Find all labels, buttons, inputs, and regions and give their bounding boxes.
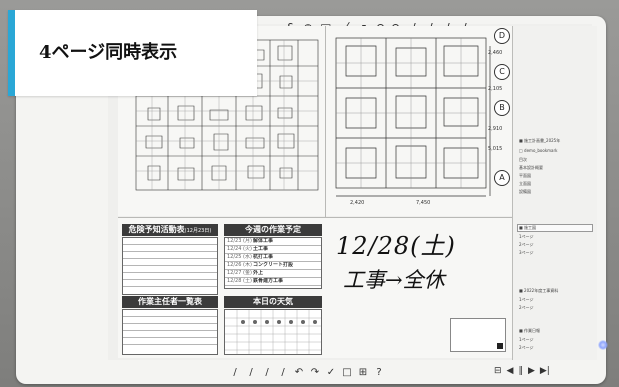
table-row — [123, 324, 217, 331]
grid-label-d: D — [494, 28, 510, 44]
last-page-icon[interactable]: ▶| — [539, 366, 550, 376]
grid-icon[interactable]: ⊞ — [358, 367, 368, 378]
dimension-label: 2,460 — [488, 50, 503, 56]
schedule-title: 今週の作業予定 — [224, 224, 322, 236]
rectangle-icon[interactable]: □ — [342, 367, 352, 378]
table-row — [123, 317, 217, 324]
sidebar-item[interactable]: 目次 — [519, 157, 527, 162]
sidebar-item[interactable]: 立面図 — [519, 181, 531, 186]
table-row: 12/27 (金)外上 — [225, 270, 321, 278]
table-row — [123, 280, 217, 287]
pen-icon[interactable]: / — [233, 367, 237, 378]
table-row — [123, 266, 217, 273]
table-row: 12/23 (月)解体工事 — [225, 238, 321, 246]
grid-label-c: C — [494, 64, 510, 80]
table-row — [123, 273, 217, 280]
thumbnail-marker — [497, 343, 503, 349]
mini-thumbnail[interactable] — [450, 318, 506, 352]
undo-icon[interactable]: ↶ — [294, 367, 304, 378]
sidebar-selected-box — [517, 224, 593, 232]
table-row — [123, 252, 217, 259]
sidebar-item[interactable]: 2ページ — [519, 305, 534, 310]
sidebar-item[interactable]: 2ページ — [519, 242, 534, 247]
table-row — [123, 338, 217, 345]
sidebar-item[interactable]: ■ 施工図 — [519, 225, 537, 230]
table-row: 12/26 (木)コンクリート打設 — [225, 262, 321, 270]
grid-label-a: A — [494, 170, 510, 186]
marker-icon[interactable]: / — [265, 367, 269, 378]
help-icon[interactable]: ? — [376, 367, 382, 378]
risk-table-title: 危険予知活動表(12月23日) — [122, 224, 218, 236]
foreman-table — [122, 309, 218, 355]
check-icon[interactable]: ✓ — [326, 367, 336, 378]
sidebar-item[interactable]: 1ページ — [519, 234, 534, 239]
next-page-icon[interactable]: ▶ — [527, 366, 535, 376]
sidebar-item[interactable]: ■ 2022年度工事資料 — [519, 288, 559, 293]
table-row — [123, 259, 217, 266]
weather-grid — [225, 310, 321, 354]
document-sidebar: ■ 施工計画書_2025年 □ demo_bookmark 目次 基本設計概要 … — [512, 26, 597, 360]
handwritten-date: 12/28(土) — [336, 232, 456, 260]
sidebar-item[interactable]: 基本設計概要 — [519, 165, 543, 170]
dimension-label: 2,105 — [488, 86, 503, 92]
dimension-label: 5,015 — [488, 146, 503, 152]
table-row — [123, 238, 217, 245]
dimension-label: 7,450 — [416, 200, 431, 206]
page-3-work-tables[interactable]: 危険予知活動表(12月23日) 今週の作業予定 12/23 (月)解体工事 12… — [118, 218, 326, 358]
prev-page-icon[interactable]: ◀ — [506, 366, 514, 376]
table-row: 12/24 (火)土工事 — [225, 246, 321, 254]
handwritten-note: 工事→全休 — [343, 268, 445, 292]
sidebar-item[interactable]: 1ページ — [519, 337, 534, 342]
schedule-table: 12/23 (月)解体工事 12/24 (火)土工事 12/25 (水)杭打工事… — [224, 237, 322, 289]
sidebar-item[interactable]: 2ページ — [519, 345, 534, 350]
page-divider-horizontal — [118, 217, 512, 218]
sidebar-item[interactable]: 設備図 — [519, 189, 531, 194]
sidebar-item[interactable]: □ demo_bookmark — [519, 148, 558, 153]
page-navigation: ⊟ ◀ ‖ ▶ ▶| — [494, 366, 550, 376]
page-divider-vertical — [325, 26, 326, 358]
sidebar-item[interactable]: ■ 作業日報 — [519, 328, 541, 333]
status-light — [598, 340, 608, 350]
table-row — [123, 245, 217, 252]
bottom-toolbar: / / / / ↶ ↷ ✓ □ ⊞ ? — [230, 366, 384, 380]
table-row: 12/25 (水)杭打工事 — [225, 254, 321, 262]
sidebar-item[interactable]: 1ページ — [519, 297, 534, 302]
pencil-icon[interactable]: / — [249, 367, 253, 378]
enlarged-plan-drawing — [335, 37, 491, 197]
redo-icon[interactable]: ↷ — [310, 367, 320, 378]
sidebar-item[interactable]: 平面図 — [519, 173, 531, 178]
page-2-enlarged-plan[interactable]: D C B A 2,420 7,450 2,460 2,105 2,910 5,… — [326, 26, 512, 216]
grid-label-b: B — [494, 100, 510, 116]
layout-icon[interactable]: ⊟ — [494, 366, 502, 376]
weather-table — [224, 309, 322, 355]
sidebar-item[interactable]: 3ページ — [519, 250, 534, 255]
caption-text: 4ページ同時表示 — [39, 42, 178, 63]
brush-icon[interactable]: / — [281, 367, 285, 378]
caption-banner: 4ページ同時表示 — [8, 10, 257, 96]
dimension-label: 2,420 — [350, 200, 365, 206]
table-row — [123, 310, 217, 317]
risk-table — [122, 237, 218, 295]
sidebar-item[interactable]: ■ 施工計画書_2025年 — [519, 138, 561, 143]
page-divider-icon: ‖ — [518, 366, 523, 376]
table-row: 12/28 (土)鉄骨建方工事 — [225, 278, 321, 286]
dimension-label: 2,910 — [488, 126, 503, 132]
weather-title: 本日の天気 — [224, 296, 322, 308]
foreman-table-title: 作業主任者一覧表 — [122, 296, 218, 308]
table-row — [123, 331, 217, 338]
